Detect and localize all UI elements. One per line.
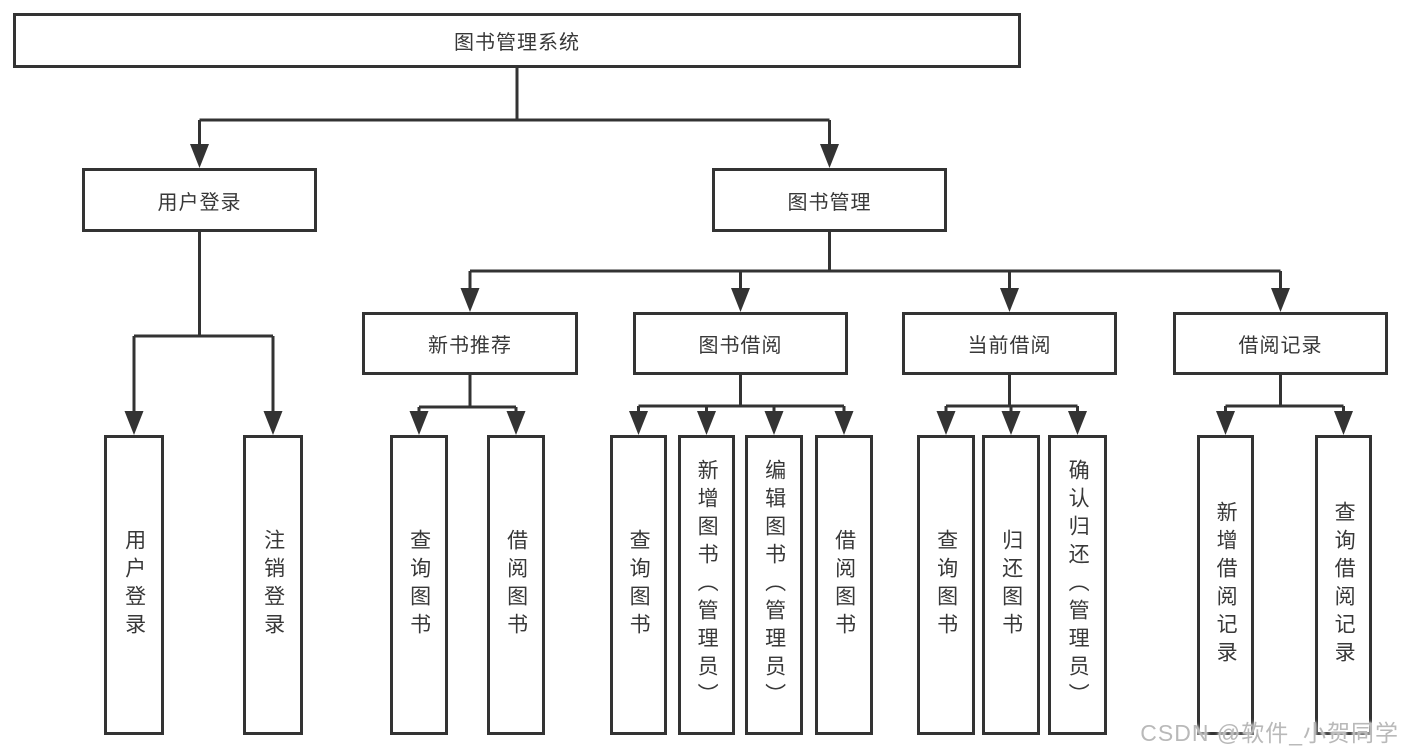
- leaf-br-query-record-label: 查询借阅记录: [1332, 501, 1356, 669]
- connector-book-borrow-children: [637, 375, 846, 413]
- leaf-br-add-record: 新增借阅记录: [1197, 435, 1254, 735]
- connector-user-login-children: [132, 232, 275, 413]
- arrow-icon: [936, 411, 956, 435]
- arrow-icon: [506, 411, 526, 435]
- arrow-icon: [409, 411, 429, 435]
- node-user-login-label: 用户登录: [157, 191, 242, 214]
- node-book-management-label: 图书管理: [787, 191, 872, 214]
- arrow-icon: [1271, 288, 1290, 312]
- leaf-user-login: 用户登录: [104, 435, 164, 735]
- node-book-borrow: 图书借阅: [633, 312, 848, 375]
- leaf-cb-return-books-label: 归还图书: [999, 529, 1023, 641]
- node-root: 图书管理系统: [13, 13, 1021, 68]
- node-borrow-records-label: 借阅记录: [1238, 335, 1323, 357]
- connector-borrow-record-children: [1224, 375, 1345, 413]
- arrow-icon: [1000, 288, 1019, 312]
- leaf-bb-edit-book-admin-label: 编辑图书（管理员）: [762, 459, 786, 711]
- leaf-nbr-query-books: 查询图书: [390, 435, 448, 735]
- leaf-bb-edit-book-admin: 编辑图书（管理员）: [745, 435, 803, 735]
- leaf-bb-add-book-admin-label: 新增图书（管理员）: [695, 459, 719, 711]
- arrow-icon: [834, 411, 854, 435]
- leaf-logout-label: 注销登录: [261, 529, 285, 641]
- leaf-cb-return-books: 归还图书: [982, 435, 1040, 735]
- leaf-bb-add-book-admin: 新增图书（管理员）: [678, 435, 735, 735]
- arrow-icon: [731, 288, 750, 312]
- leaf-nbr-query-books-label: 查询图书: [407, 529, 431, 641]
- node-book-borrow-label: 图书借阅: [698, 335, 783, 357]
- connector-new-book-children: [417, 375, 518, 413]
- leaf-bb-query-books-label: 查询图书: [627, 529, 651, 641]
- leaf-user-login-label: 用户登录: [122, 529, 146, 641]
- leaf-cb-confirm-return-admin-label: 确认归还（管理员）: [1066, 459, 1090, 711]
- arrow-icon: [1216, 411, 1235, 435]
- leaf-nbr-borrow-books: 借阅图书: [487, 435, 545, 735]
- arrow-icon: [1068, 411, 1087, 435]
- arrow-icon: [629, 411, 648, 435]
- arrow-icon: [124, 411, 144, 435]
- node-current-borrow: 当前借阅: [902, 312, 1117, 375]
- arrow-icon: [1334, 411, 1353, 435]
- arrow-icon: [190, 144, 209, 168]
- leaf-logout: 注销登录: [243, 435, 303, 735]
- node-root-label: 图书管理系统: [454, 32, 580, 54]
- leaf-br-add-record-label: 新增借阅记录: [1214, 501, 1238, 669]
- arrow-icon: [820, 144, 839, 168]
- leaf-cb-query-books: 查询图书: [917, 435, 975, 735]
- node-new-book-recommend: 新书推荐: [362, 312, 578, 375]
- connector-current-borrow-children: [944, 375, 1079, 413]
- arrow-icon: [1001, 411, 1021, 435]
- csdn-watermark: CSDN @软件_小贺同学: [1140, 720, 1399, 746]
- node-new-book-recommend-label: 新书推荐: [428, 335, 512, 357]
- arrow-icon: [460, 288, 480, 312]
- leaf-br-query-record: 查询借阅记录: [1315, 435, 1372, 735]
- leaf-bb-query-books: 查询图书: [610, 435, 667, 735]
- node-current-borrow-label: 当前借阅: [967, 335, 1052, 357]
- leaf-bb-borrow-books-label: 借阅图书: [832, 529, 856, 641]
- leaf-cb-confirm-return-admin: 确认归还（管理员）: [1048, 435, 1107, 735]
- arrow-icon: [764, 411, 784, 435]
- connector-root-to-level2: [198, 68, 831, 146]
- leaf-nbr-borrow-books-label: 借阅图书: [504, 529, 528, 641]
- connector-book-mgmt-children: [468, 232, 1282, 290]
- leaf-cb-query-books-label: 查询图书: [934, 529, 958, 641]
- node-borrow-records: 借阅记录: [1173, 312, 1388, 375]
- arrow-icon: [697, 411, 716, 435]
- node-book-management: 图书管理: [712, 168, 947, 232]
- leaf-bb-borrow-books: 借阅图书: [815, 435, 873, 735]
- node-user-login: 用户登录: [82, 168, 317, 232]
- arrow-icon: [263, 411, 283, 435]
